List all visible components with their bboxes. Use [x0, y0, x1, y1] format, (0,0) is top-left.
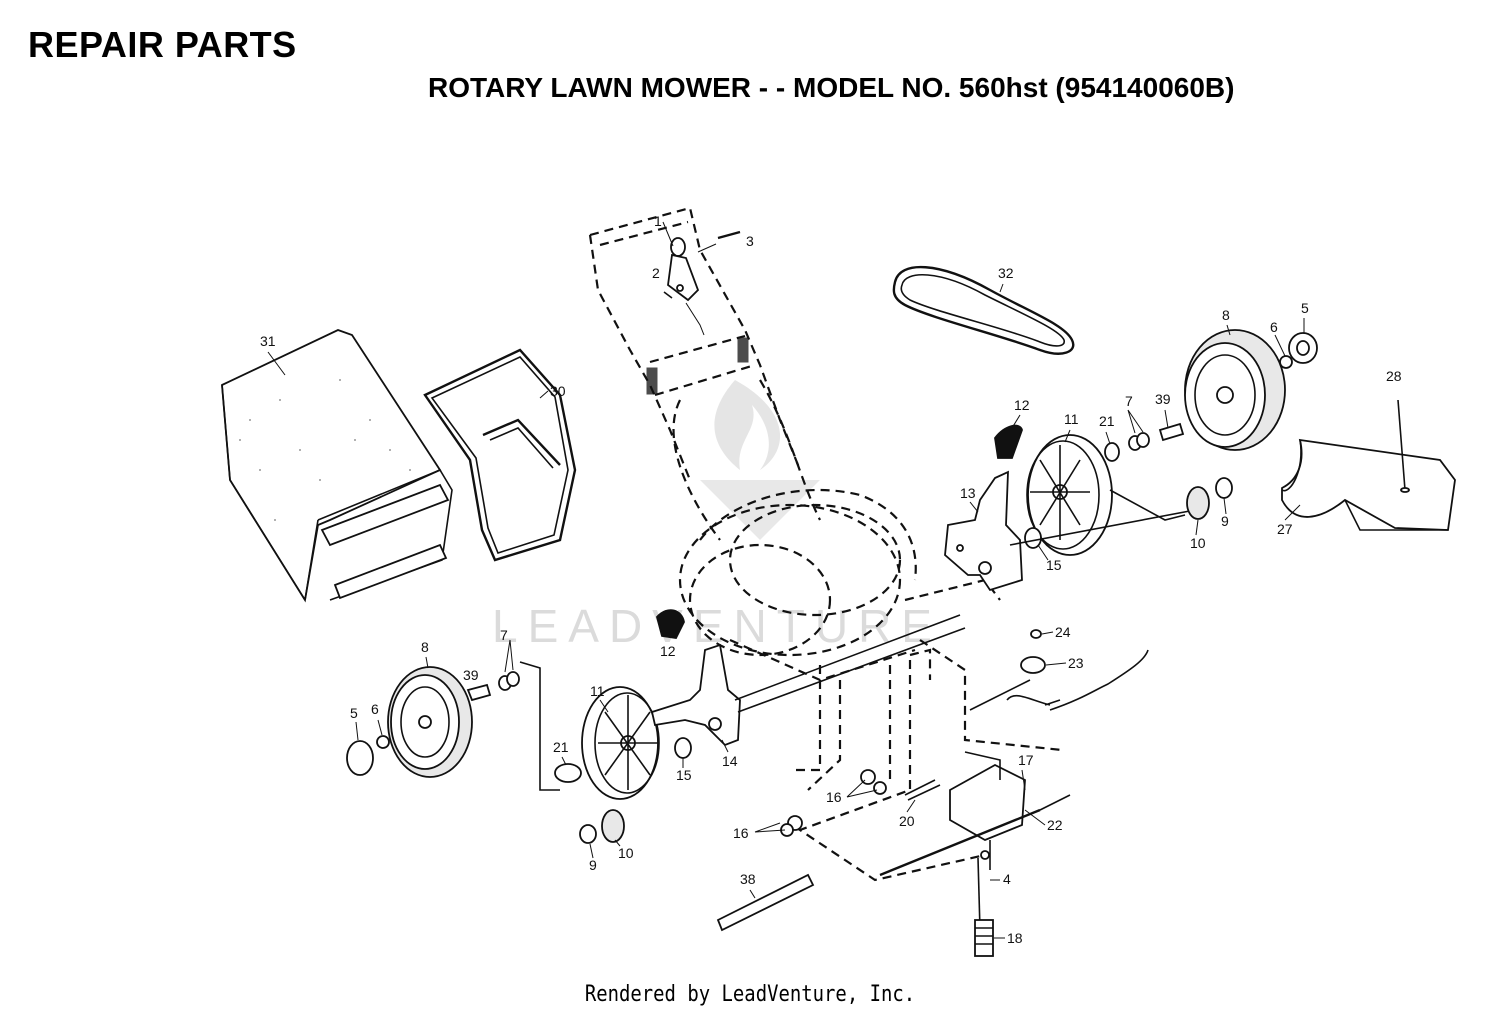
callout-9-right: 9 [1221, 513, 1229, 529]
callout-30: 30 [550, 383, 566, 399]
callout-15-left: 15 [676, 767, 692, 783]
callout-7-left: 7 [500, 627, 508, 643]
right-axle-parts [1009, 409, 1196, 549]
callout-15-right: 15 [1046, 557, 1062, 573]
callout-10-left: 10 [618, 845, 634, 861]
leadventure-watermark: LEADVENTURE [492, 380, 942, 652]
left-rear-wheel [346, 666, 473, 778]
right-drive-wheel [1026, 434, 1113, 556]
model-subtitle: ROTARY LAWN MOWER - - MODEL NO. 560hst (… [428, 72, 1235, 103]
callout-13: 13 [960, 485, 976, 501]
callout-17: 17 [1018, 752, 1034, 768]
callout-7-right: 7 [1125, 393, 1133, 409]
callout-12-right: 12 [1014, 397, 1030, 413]
grass-bag-frame [423, 348, 577, 562]
control-lever [663, 230, 741, 336]
callout-4: 4 [1003, 871, 1011, 887]
callout-16-left: 16 [733, 825, 749, 841]
callout-28: 28 [1386, 368, 1402, 384]
left-gear-parts [579, 809, 625, 844]
callout-21-right: 21 [1099, 413, 1115, 429]
callout-6-right: 6 [1270, 319, 1278, 335]
handle-assembly [588, 206, 821, 541]
callout-39-right: 39 [1155, 391, 1171, 407]
chevron-logo-icon [700, 480, 820, 540]
flame-logo-icon [714, 380, 781, 470]
callout-8-left: 8 [421, 639, 429, 655]
callout-23: 23 [1068, 655, 1084, 671]
callout-16-right: 16 [826, 789, 842, 805]
callout-11-right: 11 [1064, 411, 1079, 427]
callout-12-left: 12 [660, 643, 676, 659]
callout-27: 27 [1277, 521, 1293, 537]
callout-21-left: 21 [553, 739, 569, 755]
callout-labels: 1 2 3 32 8 5 6 28 31 30 12 11 21 7 39 13 [260, 213, 1402, 946]
rod-38 [716, 873, 815, 932]
page-title: REPAIR PARTS [28, 24, 297, 65]
left-axle-parts [466, 639, 582, 791]
callout-14: 14 [722, 753, 738, 769]
grass-catcher-bag [221, 329, 453, 603]
transmission-assembly [734, 614, 1149, 957]
right-hubcap-parts [1274, 318, 1318, 369]
callout-11-left: 11 [590, 683, 605, 699]
watermark-text: LEADVENTURE [492, 600, 942, 652]
callout-1: 1 [654, 213, 662, 229]
callout-32: 32 [998, 265, 1014, 281]
callout-5-right: 5 [1301, 300, 1309, 316]
render-credit: Rendered by LeadVenture, Inc. [584, 982, 916, 1007]
callout-9-left: 9 [589, 857, 597, 873]
callout-38: 38 [740, 871, 756, 887]
left-drive-wheel [581, 686, 692, 800]
callout-24: 24 [1055, 624, 1071, 640]
callout-5-left: 5 [350, 705, 358, 721]
right-gear-parts [1186, 477, 1233, 520]
callout-31: 31 [260, 333, 276, 349]
callout-10-right: 10 [1190, 535, 1206, 551]
callout-6-left: 6 [371, 701, 379, 717]
callout-8-right: 8 [1222, 307, 1230, 323]
callout-22: 22 [1047, 817, 1063, 833]
left-height-bracket [650, 609, 741, 747]
callout-3: 3 [746, 233, 754, 249]
rear-deflector [1281, 399, 1456, 531]
callout-18: 18 [1007, 930, 1023, 946]
callout-39-left: 39 [463, 667, 479, 683]
right-rear-wheel [1184, 329, 1286, 451]
right-height-bracket [944, 424, 1023, 592]
callout-20: 20 [899, 813, 915, 829]
drive-belt [892, 265, 1075, 355]
callout-2: 2 [652, 265, 660, 281]
